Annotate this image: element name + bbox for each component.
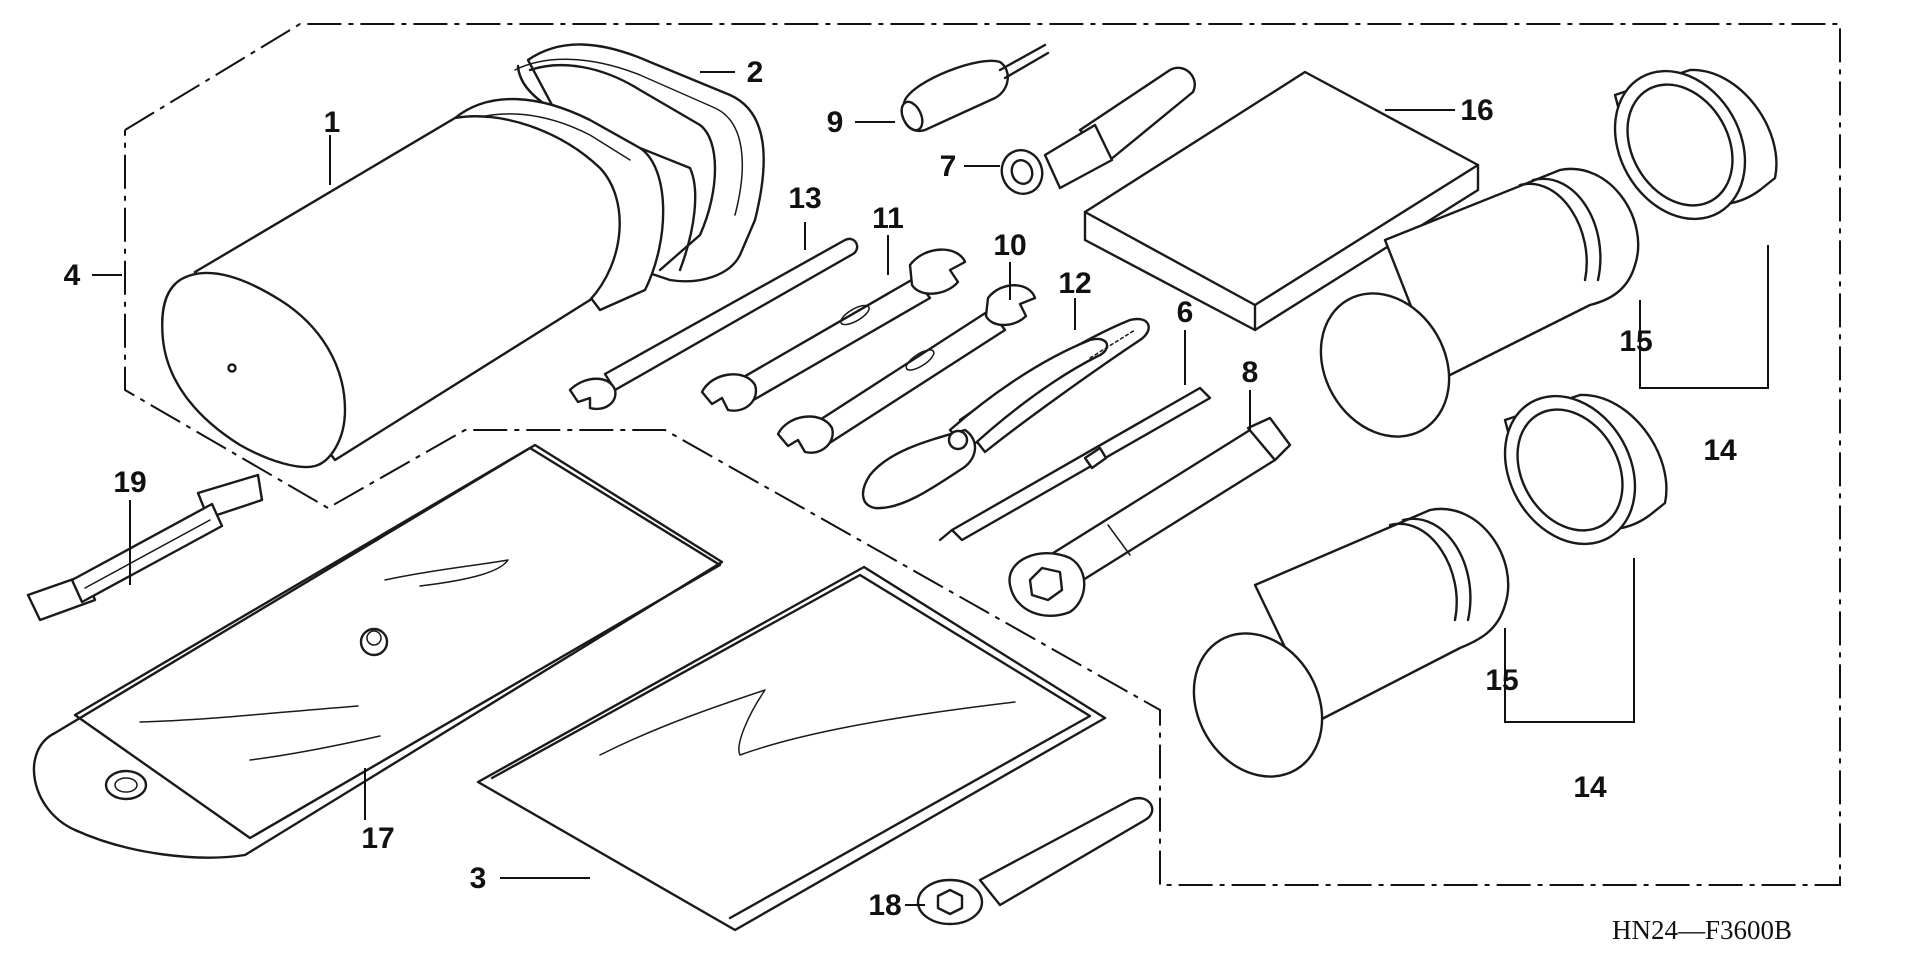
callout-14-upper: 14 [1703, 434, 1737, 467]
strap-part-19 [26, 473, 264, 622]
callout-11: 11 [872, 202, 904, 235]
callout-7: 7 [940, 150, 957, 183]
callout-15-upper: 15 [1619, 325, 1652, 358]
socket-part-7 [1000, 66, 1196, 195]
callout-labels: 1 2 3 4 6 7 8 9 10 11 12 13 14 14 15 15 … [64, 56, 1737, 922]
tool-bag-part-2 [528, 64, 717, 272]
callout-19: 19 [113, 466, 146, 499]
callout-leaders [92, 71, 1769, 906]
callout-6: 6 [1177, 296, 1194, 329]
manual-part-3 [476, 565, 1107, 932]
callout-2: 2 [747, 56, 764, 89]
callout-15-lower: 15 [1485, 664, 1518, 697]
tube-upper-part-14 [1319, 167, 1640, 438]
callout-3: 3 [470, 862, 487, 895]
callout-18: 18 [868, 889, 901, 922]
screwdriver-part-6 [938, 386, 1212, 542]
assembly-boundary-lines [124, 23, 1841, 886]
tube-lower-part-14 [1192, 507, 1510, 778]
callout-12: 12 [1058, 267, 1091, 300]
callout-17: 17 [361, 822, 394, 855]
drawing-code: HN24—F3600B [1612, 915, 1792, 945]
pouch-part-17 [32, 443, 724, 859]
callout-10: 10 [993, 229, 1026, 262]
callout-8: 8 [1242, 356, 1259, 389]
callout-16: 16 [1460, 94, 1493, 127]
socket-wrench-part-8 [1008, 416, 1292, 617]
cap-upper-part-15 [1613, 68, 1778, 221]
wrench-part-10 [776, 284, 1037, 454]
spark-plug-tool-part-9 [900, 43, 1050, 133]
booklet-part-16 [1083, 70, 1480, 332]
wrench-part-13 [568, 237, 859, 411]
callout-9: 9 [827, 106, 844, 139]
tool-bag-part-1 [161, 43, 765, 469]
cap-lower-part-15 [1503, 393, 1668, 546]
pliers-part-12 [861, 317, 1150, 510]
wrench-part-11 [700, 248, 967, 412]
callout-1: 1 [324, 106, 341, 139]
callout-14-lower: 14 [1573, 771, 1607, 804]
wrench-part-18 [916, 797, 1154, 926]
callout-4: 4 [64, 259, 81, 292]
callout-13: 13 [788, 182, 821, 215]
